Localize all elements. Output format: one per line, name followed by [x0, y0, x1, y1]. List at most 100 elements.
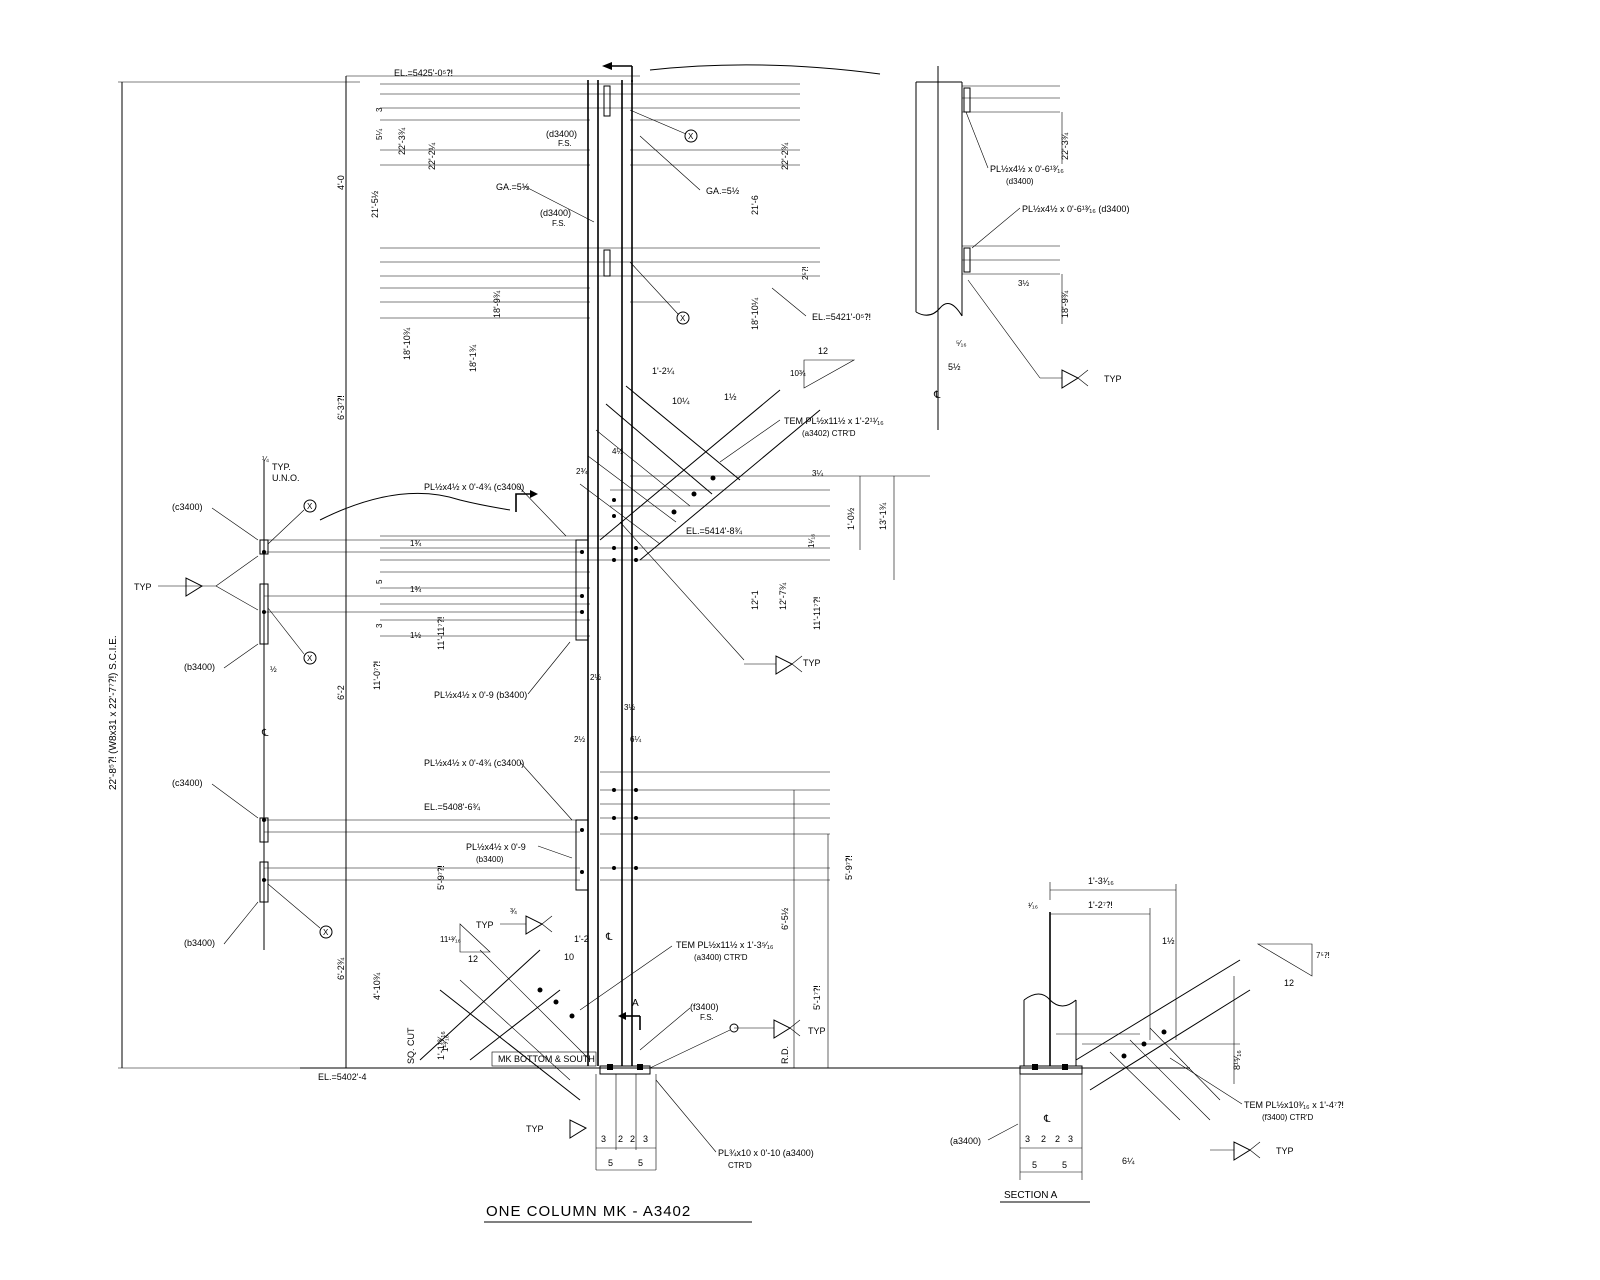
- x-marker-5: [319, 925, 333, 939]
- overall-length-dimension: 22'-8⁵⁈ (W8x31 x 22'-7⁷⁈) S.C.I.E.: [108, 81, 360, 1069]
- slope-12-base: 12: [468, 954, 478, 964]
- plate-p2: PL½x4½ x 0'-9 (b3400): [434, 690, 527, 700]
- centerline-mark-left: ℄: [261, 728, 269, 739]
- base-dim-1: 3: [601, 1134, 606, 1144]
- brace-dim-5: 10: [564, 952, 574, 962]
- slope-12-brace: 12: [818, 346, 828, 356]
- brace-dim-4: 1'-2: [574, 934, 589, 944]
- spacing-14: 1¹³⁄₁₆: [441, 1035, 450, 1052]
- section-bolt-1: 3: [1025, 1134, 1030, 1144]
- plate-p4: PL½x4½ x 0'-9: [466, 842, 526, 852]
- dim-left-8: 11'-11⁷⁈: [436, 617, 446, 650]
- elevation-base: EL.=5402'-4: [318, 1072, 367, 1082]
- mk-bottom: MK BOTTOM & SOUTH: [498, 1054, 595, 1064]
- tem-plate-3b: (f3400) CTR'D: [1262, 1113, 1314, 1122]
- uno: U.N.O.: [272, 473, 300, 483]
- dim-right-1: 22'-2¾: [780, 142, 790, 170]
- tem-plate-1: TEM PL½x11½ x 1'-2¹¹⁄₁₆: [784, 416, 884, 426]
- slope-12-section: 12: [1284, 978, 1294, 988]
- base-dim-3: 2: [630, 1134, 635, 1144]
- section-dim-h1: 1½: [1162, 936, 1175, 946]
- drawing-title: ONE COLUMN MK - A3402: [486, 1203, 691, 1220]
- right-top-detail: PL½x4½ x 0'-6¹³⁄₁₆ (d3400) PL½x4½ x 0'-6…: [915, 66, 1129, 430]
- base-plate: PL¾x10 x 0'-10 (a3400): [718, 1148, 814, 1158]
- typ-base-3: TYP: [808, 1026, 826, 1036]
- typ-uno: TYP.: [272, 462, 291, 472]
- spacing-17: 3½: [1018, 279, 1029, 288]
- x-marker-1: [684, 129, 698, 143]
- typ-brace: TYP: [803, 658, 821, 668]
- plate-p3: PL½x4½ x 0'-4¾ (c3400): [424, 758, 524, 768]
- elevation-top: EL.=5425'-0⁵⁈: [394, 68, 453, 78]
- dim-lower: 6'-2¾: [336, 957, 346, 980]
- base-dim-4: 3: [643, 1134, 648, 1144]
- spacing-16: 2⁵⁈: [801, 266, 810, 280]
- dim-right-3: 18'-10¼: [750, 297, 760, 330]
- spacing-5: 1½: [410, 631, 421, 640]
- typ-base-1: TYP: [476, 920, 494, 930]
- gauge-left: GA.=5½: [496, 182, 530, 192]
- section-title: SECTION A: [1004, 1190, 1058, 1201]
- x-marker-4-label: X: [307, 654, 313, 663]
- plate-p6: PL½x4½ x 0'-6¹³⁄₁₆ (d3400): [1022, 204, 1129, 214]
- dim-left-6: 18'-1¾: [468, 344, 478, 372]
- slope-b: 11¹³⁄₁₆: [440, 935, 461, 944]
- spacing-1: 3: [375, 107, 384, 112]
- base-dim-2: 2: [618, 1134, 623, 1144]
- centerline-mark-section: ℄: [1043, 1114, 1051, 1125]
- dim-left-3: 21'-5½: [370, 190, 380, 218]
- upper-mid-connection: (d3400) F.S. EL.=5421'-0⁵⁈ 18'-10¾ 18'-9…: [336, 208, 871, 420]
- centerline-mark-column: ℄: [605, 932, 613, 943]
- plate-p1: PL½x4½ x 0'-4¾ (c3400): [424, 482, 524, 492]
- section-bolt-2: 2: [1041, 1134, 1046, 1144]
- member-callout: 22'-8⁵⁈ (W8x31 x 22'-7⁷⁈) S.C.I.E.: [108, 635, 119, 790]
- spacing-labels: 3 5 3 2½ 1½ 1¾ 1¾ 2½ 6¼ 3½ 3¼ 2¾ 1¹⁄₁₆ 1…: [262, 107, 1038, 1052]
- dim-left-9: 5'-9⁷⁈: [436, 865, 446, 890]
- dim-left-7: 11'-0⁷⁈: [372, 661, 382, 690]
- mark-c3400-2: (c3400): [172, 778, 203, 788]
- mark-b3400-1: (b3400): [184, 662, 215, 672]
- section-bolt-3: 2: [1055, 1134, 1060, 1144]
- spacing-10: 3½: [624, 703, 635, 712]
- mark-d3400-mid: (d3400): [540, 208, 571, 218]
- spacing-9: 6¼: [630, 735, 641, 744]
- mark-f3400: (f3400): [690, 1002, 719, 1012]
- section-dim-h3: 6¼: [1122, 1156, 1135, 1166]
- section-a: 7⁵⁈ 12 1'-3¹⁄₁₆ 1'-2⁷⁈ 1½ 8¹⁵⁄₁₆ 6¼ TEM …: [950, 876, 1344, 1180]
- x-marker-3-label: X: [307, 502, 313, 511]
- dim-right-4: 12'-1: [750, 590, 760, 610]
- slope-c: 7⁵⁈: [1316, 951, 1330, 960]
- dim-mid: 6'-2: [336, 685, 346, 700]
- x-marker-2-label: X: [680, 314, 686, 323]
- titles: ONE COLUMN MK - A3402 SECTION A: [484, 1190, 1090, 1223]
- plate-p5: PL½x4½ x 0'-6¹³⁄₁₆: [990, 164, 1064, 174]
- slope-a: 10¾: [790, 369, 806, 378]
- spacing-15: 5¼: [375, 129, 384, 140]
- dim-left-2: 22'-2¼: [427, 142, 437, 170]
- dim-right-5: 12'-7¾: [778, 582, 788, 610]
- section-dim-h2: 8¹⁵⁄₁₆: [1232, 1050, 1242, 1070]
- typ-right-top: TYP: [1104, 374, 1122, 384]
- spacing-7: 1¾: [410, 585, 421, 594]
- mark-d3400-top: (d3400): [546, 129, 577, 139]
- tem-plate-2b: (a3400) CTR'D: [694, 953, 748, 962]
- dim-right-2: 21'-6: [750, 195, 760, 215]
- base-connection: MK BOTTOM & SOUTH SQ. CUT R.D. EL.=5402'…: [318, 915, 826, 1171]
- dim-right-top-2: 18'-9¾: [1060, 290, 1070, 318]
- tem-plate-3: TEM PL½x10³⁄₁₆ x 1'-4⁷⁈: [1244, 1100, 1344, 1110]
- tem-plate-1b: (a3402) CTR'D: [802, 429, 856, 438]
- spacing-18: 4½: [612, 447, 623, 456]
- spacing-20: ¾: [510, 907, 517, 916]
- spacing-6: 1¾: [410, 539, 421, 548]
- dim-right-top-1: 22'-3¾: [1060, 132, 1070, 160]
- spacing-right-top: 5½: [948, 362, 961, 372]
- typ-left: TYP: [134, 582, 152, 592]
- typ-base-2: TYP: [526, 1124, 544, 1134]
- x-marker-2: [676, 311, 690, 325]
- dim-upper-2: 6'-3⁷⁈: [336, 395, 346, 420]
- left-flange-detail: TYP. U.N.O. (c3400) (b3400) (c3400) (b34…: [134, 460, 580, 950]
- tem-plate-2: TEM PL½x11½ x 1'-3⁵⁄₁₆: [676, 940, 774, 950]
- mark-c3400-1: (c3400): [172, 502, 203, 512]
- dim-left-1: 22'-3¾: [397, 127, 407, 155]
- spacing-11: 3¼: [812, 469, 823, 478]
